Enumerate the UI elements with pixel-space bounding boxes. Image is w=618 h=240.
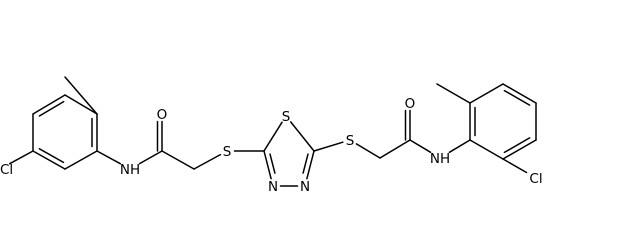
atom-label-o1: O: [157, 107, 168, 123]
atom-label-s2: S: [346, 133, 355, 149]
bond-td_n3-td_c2-inner: [269, 153, 276, 174]
bond-td_c2-td_s: [263, 121, 283, 152]
bond-td_c5-s2: [313, 141, 344, 152]
bond-ar2_c3-ar2_c4-inner: [503, 89, 531, 106]
atom-label-td_n3: N: [268, 179, 278, 195]
atom-label-td_n4: N: [300, 179, 310, 195]
bond-ch2b-co2: [379, 139, 411, 159]
molecule-structure-diagram: Cl NH O S S N N S O NH Cl: [0, 76, 543, 195]
bond-ar2_c5-ar2_c6: [502, 139, 537, 160]
bond-layer: [8, 76, 537, 187]
bond-ar2_c2-me2: [436, 83, 471, 104]
bond-ar1_c5-ar1_c6: [32, 150, 66, 170]
bond-td_n3-td_c2: [263, 150, 272, 180]
bond-ar1_c5-ar1_c6-inner: [38, 148, 65, 164]
atom-label-layer: Cl NH O S S N N S O NH Cl: [0, 96, 543, 195]
bond-td_s-td_c5: [289, 121, 315, 152]
bond-s2-ch2b: [355, 143, 381, 159]
atom-label-td_s: S: [282, 109, 291, 125]
atom-label-o2: O: [405, 96, 416, 112]
bond-co2-n2: [409, 139, 432, 154]
atom-label-n1: NH: [120, 162, 140, 178]
bond-ar1_c5-cl1: [8, 150, 34, 165]
bond-td_c5-td_n4: [306, 150, 315, 180]
bond-ar2_c3-ar2_c4: [502, 83, 537, 104]
bond-ar1_c3-ar1_c4-inner: [38, 100, 65, 117]
bond-ar2_c6-cl2: [502, 158, 528, 174]
bond-ar2_c5-ar2_c6-inner: [503, 137, 531, 154]
bond-ar1_c2-ar1_c3: [64, 94, 98, 115]
bond-ar2_c6-ar2_c1: [469, 139, 504, 160]
bond-co1-ch2a: [161, 150, 195, 170]
bond-ar2_c2-ar2_c3: [469, 83, 504, 104]
bond-ar1_c2-me1: [64, 76, 98, 115]
bond-ar1_c1-n1: [96, 150, 122, 165]
bond-td_c5-td_n4-inner: [302, 153, 309, 174]
bond-ch2a-s1: [193, 153, 222, 170]
bond-n2-ar2_c1: [448, 139, 471, 154]
atom-label-n2: NH: [430, 151, 450, 167]
bond-ar1_c3-ar1_c4: [32, 94, 66, 115]
bond-ar1_c6-ar1_c1: [64, 150, 98, 170]
bond-n1-co1: [138, 150, 163, 165]
atom-label-s1: S: [223, 144, 232, 160]
atom-label-cl1: Cl: [0, 162, 13, 178]
atom-label-cl2: Cl: [529, 171, 542, 187]
